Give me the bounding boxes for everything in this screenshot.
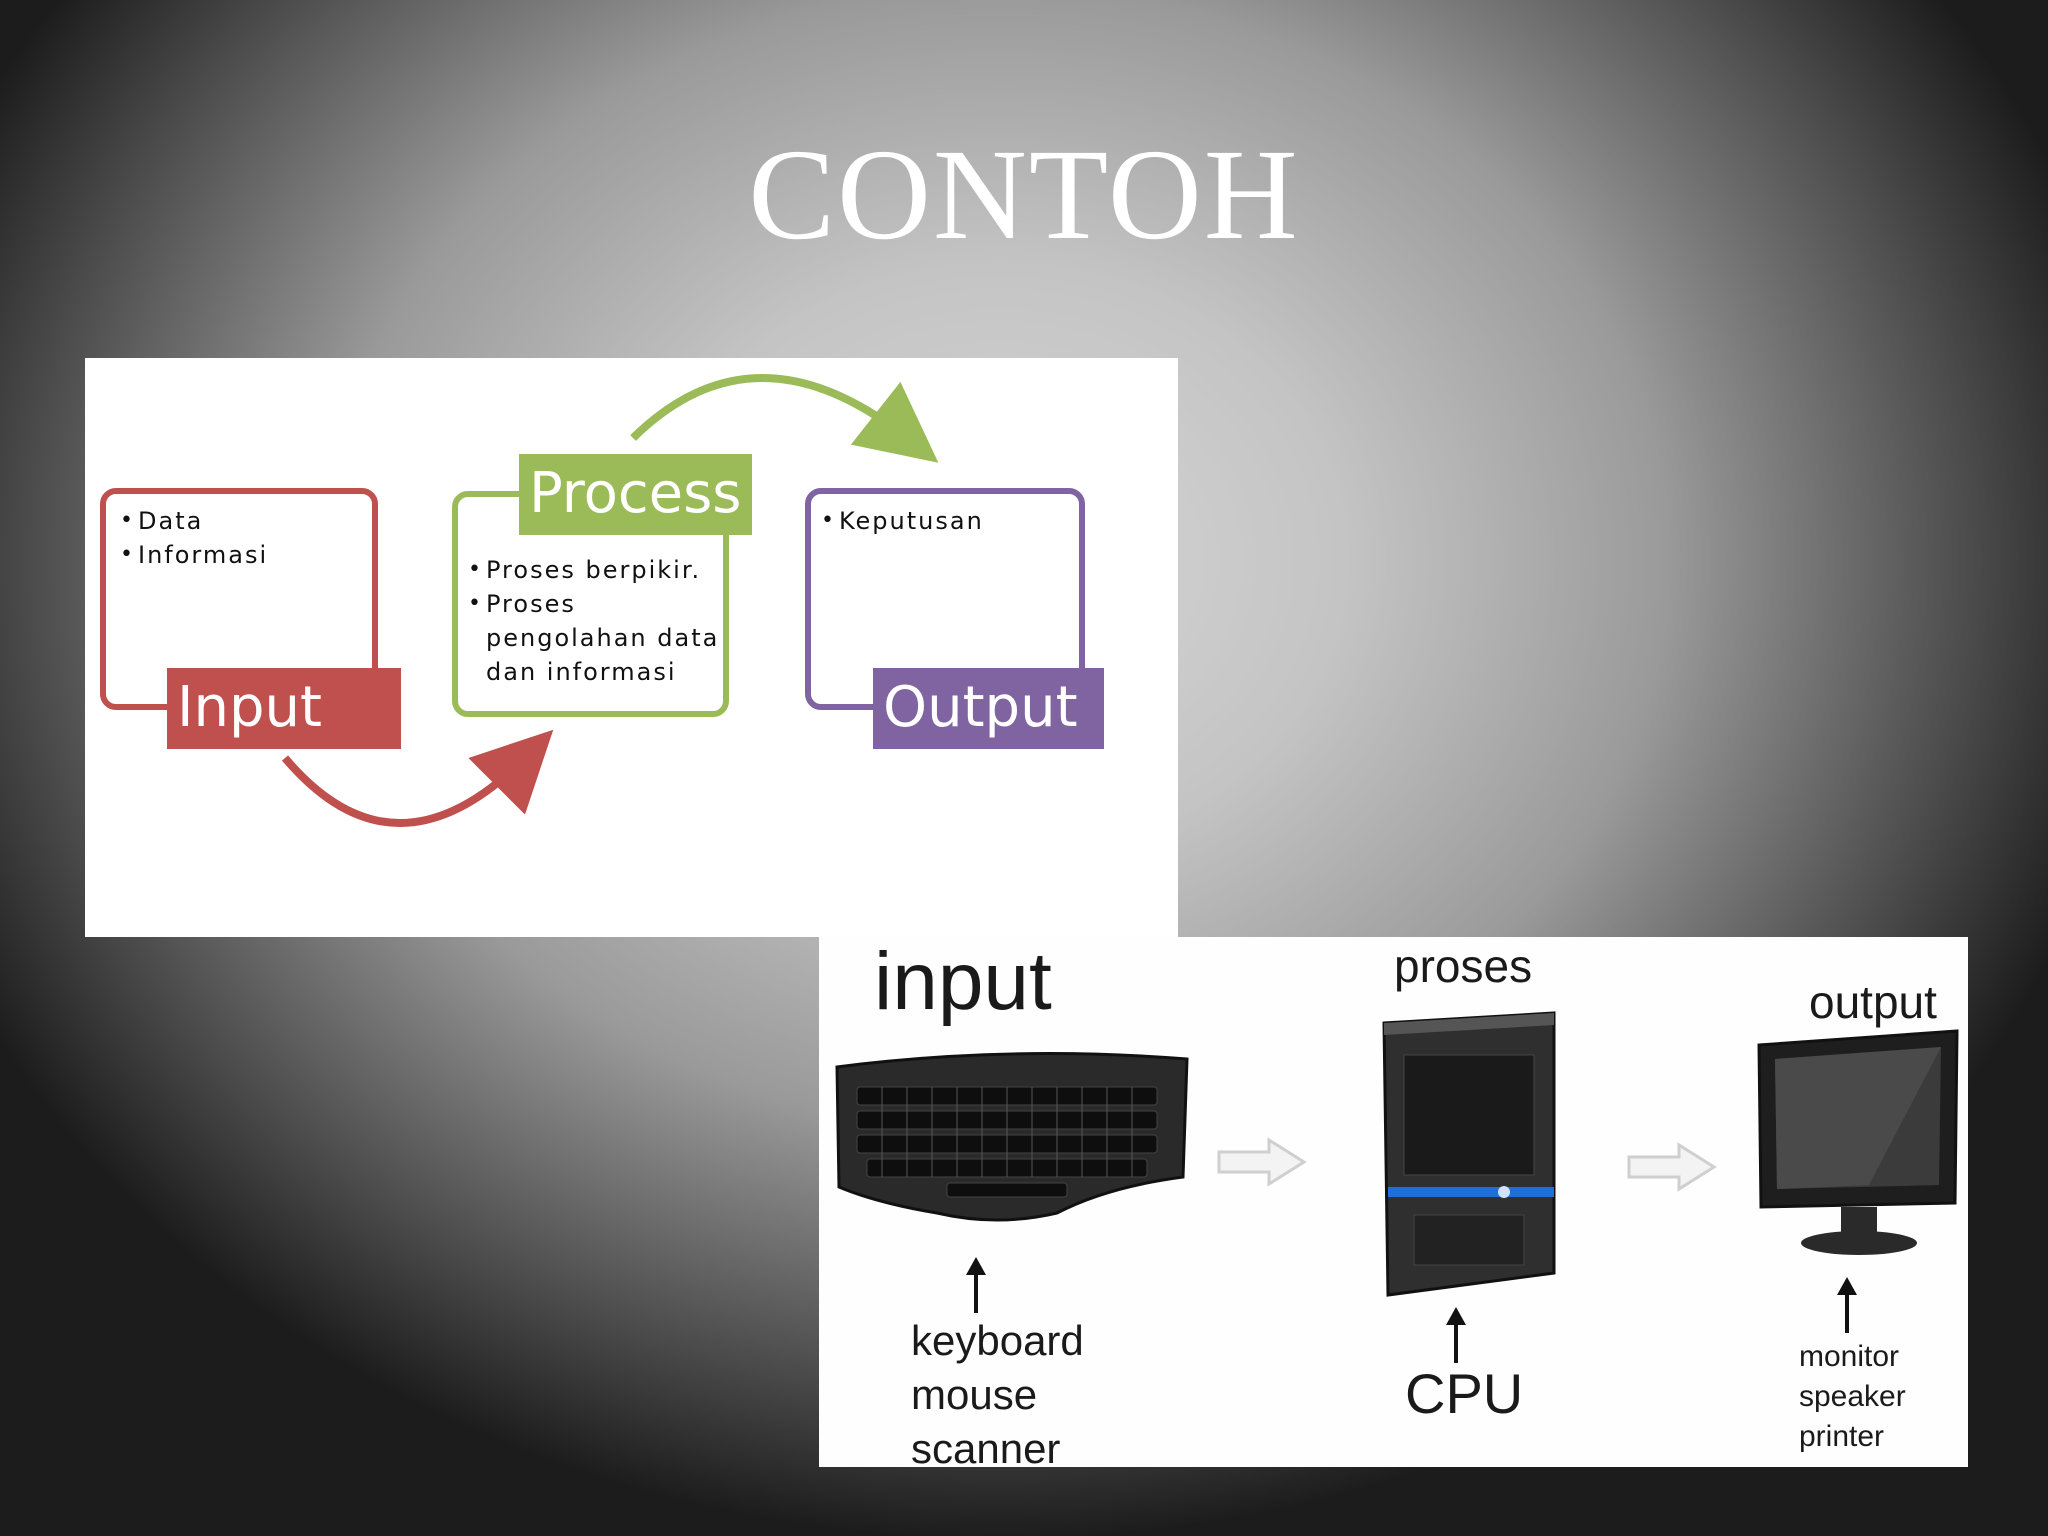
process-bullet: Proses pengolahan data dan informasi xyxy=(468,587,723,689)
output-device: printer xyxy=(1799,1420,1885,1453)
photo-output-heading: output xyxy=(1809,976,1937,1028)
photo-input-heading: input xyxy=(874,937,1052,1027)
output-device: monitor xyxy=(1799,1340,1900,1373)
process-label: Process xyxy=(519,454,752,535)
output-bullet: Keputusan xyxy=(821,504,984,538)
ipo-diagram-panel: Data Informasi Proses berpikir. Proses p… xyxy=(85,358,1178,937)
arrow-process-to-output xyxy=(630,374,939,463)
input-device: keyboard xyxy=(911,1317,1084,1364)
flow-arrows xyxy=(281,374,939,827)
input-device: mouse xyxy=(911,1371,1038,1418)
output-device: speaker xyxy=(1799,1380,1906,1413)
up-arrow-icon xyxy=(966,1257,986,1313)
up-arrow-icon xyxy=(1446,1307,1466,1363)
arrow-input-to-process xyxy=(281,729,554,827)
input-device-list: keyboard mouse scanner xyxy=(911,1314,1084,1467)
input-bullet: Informasi xyxy=(120,538,268,572)
up-arrow-icon xyxy=(1837,1277,1857,1333)
input-box: Data Informasi xyxy=(100,488,378,710)
photo-proses-heading: proses xyxy=(1394,940,1533,992)
slide-title: CONTOH xyxy=(748,123,1300,267)
input-label: Input xyxy=(167,668,401,749)
output-device-list: monitor speaker printer xyxy=(1799,1337,1906,1457)
input-bullet: Data xyxy=(120,504,268,538)
process-bullet: Proses berpikir. xyxy=(468,553,723,587)
cpu-tower-icon xyxy=(1382,1011,1556,1297)
input-device: scanner xyxy=(911,1425,1061,1467)
input-bullet-list: Data Informasi xyxy=(120,504,268,572)
right-arrow-icon xyxy=(1627,1142,1717,1192)
output-label: Output xyxy=(873,668,1104,749)
output-bullet-list: Keputusan xyxy=(821,504,984,538)
monitor-icon xyxy=(1757,1029,1959,1255)
computer-io-photo: input proses output xyxy=(819,937,1968,1467)
process-box: Proses berpikir. Proses pengolahan data … xyxy=(452,491,729,717)
keyboard-icon xyxy=(835,1052,1189,1222)
process-bullet-list: Proses berpikir. Proses pengolahan data … xyxy=(468,553,723,689)
right-arrow-icon xyxy=(1217,1137,1307,1187)
process-device: CPU xyxy=(1405,1362,1524,1425)
